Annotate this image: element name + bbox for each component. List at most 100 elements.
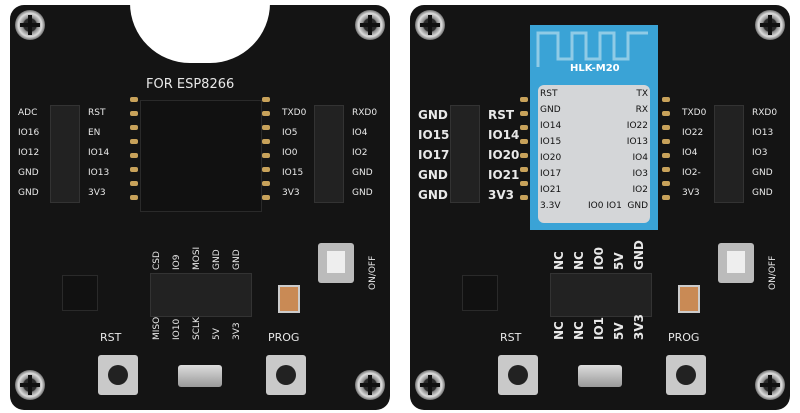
module-pin-label: IO20 [540, 153, 562, 163]
pin [262, 195, 270, 200]
pin-label: NC [552, 321, 566, 340]
prog-button[interactable] [266, 355, 306, 395]
pin-label: 3V3 [682, 188, 700, 198]
power-switch[interactable] [318, 243, 354, 283]
pin-label: TXD0 [682, 108, 707, 118]
pin-label: GND [212, 249, 222, 270]
pin-label: EN [88, 128, 101, 138]
micro-usb-port[interactable] [178, 365, 222, 387]
pin-header-left [50, 105, 80, 203]
pin [130, 97, 138, 102]
pin [130, 153, 138, 158]
module-pin-label: IO2 [632, 185, 648, 195]
pin-label: IO1 [592, 316, 606, 340]
pin [662, 167, 670, 172]
pin-label: IO12 [18, 148, 40, 158]
pin-header-left [450, 105, 480, 203]
prog-button[interactable] [666, 355, 706, 395]
pin-label: RST [488, 108, 515, 122]
pin-label: NC [572, 321, 586, 340]
pin-label: IO0 [592, 246, 606, 270]
screw-hole [355, 10, 385, 40]
pin-label: IO9 [172, 254, 182, 270]
pin-label: 3V3 [232, 322, 242, 340]
pin-label: ADC [18, 108, 38, 118]
prog-label: PROG [668, 331, 700, 344]
board-title: FOR ESP8266 [146, 77, 235, 92]
pin-label: GND [18, 188, 39, 198]
pin-header-bottom [150, 273, 252, 317]
pin-label: SCLK [192, 317, 202, 340]
pin [130, 111, 138, 116]
pin-label: IO0 [282, 148, 298, 158]
reset-button[interactable] [498, 355, 538, 395]
micro-usb-port[interactable] [578, 365, 622, 387]
pin-label: GND [352, 188, 373, 198]
pin [662, 153, 670, 158]
board-notch [130, 3, 270, 63]
pin-label: GND [418, 188, 448, 202]
pin [262, 153, 270, 158]
module-pin-label: IO3 [632, 169, 648, 179]
pin [662, 125, 670, 130]
pin-label: IO4 [682, 148, 698, 158]
pin-header-right [714, 105, 744, 203]
pin-label: GND [418, 108, 448, 122]
pin [520, 167, 528, 172]
pin-header-bottom [550, 273, 652, 317]
pin-label: NC [552, 251, 566, 270]
pin [262, 97, 270, 102]
pin [262, 125, 270, 130]
switch-label: ON/OFF [368, 255, 378, 290]
screw-hole [755, 10, 785, 40]
pin-label: CSD [152, 251, 162, 270]
pin [662, 111, 670, 116]
pin [520, 139, 528, 144]
module-shield [538, 85, 650, 223]
screw-hole [415, 370, 445, 400]
pin-label: IO2- [682, 168, 701, 178]
capacitor [278, 285, 300, 313]
module-pin-label: IO14 [540, 121, 562, 131]
pin-label: RST [88, 108, 106, 118]
antenna-trace-icon [536, 31, 648, 67]
pin-label: GND [418, 168, 448, 182]
usb-serial-chip [62, 275, 98, 311]
rst-label: RST [100, 331, 122, 344]
pin-label: 5V [612, 322, 626, 340]
pin-label: GND [752, 168, 773, 178]
pin-label: TXD0 [282, 108, 307, 118]
pin-label: IO3 [752, 148, 768, 158]
pin-label: IO2 [352, 148, 368, 158]
reset-button[interactable] [98, 355, 138, 395]
pin-label: IO15 [282, 168, 304, 178]
pin-label: GND [232, 249, 242, 270]
pin-label: IO5 [282, 128, 298, 138]
pin [520, 181, 528, 186]
pin [262, 111, 270, 116]
pin [262, 167, 270, 172]
pin [130, 139, 138, 144]
pin [662, 97, 670, 102]
pin [130, 167, 138, 172]
pin-label: GND [632, 240, 646, 270]
pin [520, 153, 528, 158]
pin-label: RXD0 [352, 108, 378, 118]
pin-label: IO4 [352, 128, 368, 138]
module-bottom-pins: IO0 IO1 [588, 201, 622, 211]
pin-label: IO22 [682, 128, 704, 138]
pin-label: IO20 [488, 148, 520, 162]
module-name: HLK-M20 [570, 63, 620, 74]
pin-label: NC [572, 251, 586, 270]
pin-label: IO14 [488, 128, 520, 142]
pin [130, 181, 138, 186]
module-pin-label: IO13 [626, 137, 648, 147]
module-pin-label: IO21 [540, 185, 562, 195]
power-switch[interactable] [718, 243, 754, 283]
module-pin-label: IO17 [540, 169, 562, 179]
pin [520, 125, 528, 130]
module-pin-label: IO4 [632, 153, 648, 163]
pin [662, 139, 670, 144]
module-pin-label: GND [540, 105, 561, 115]
